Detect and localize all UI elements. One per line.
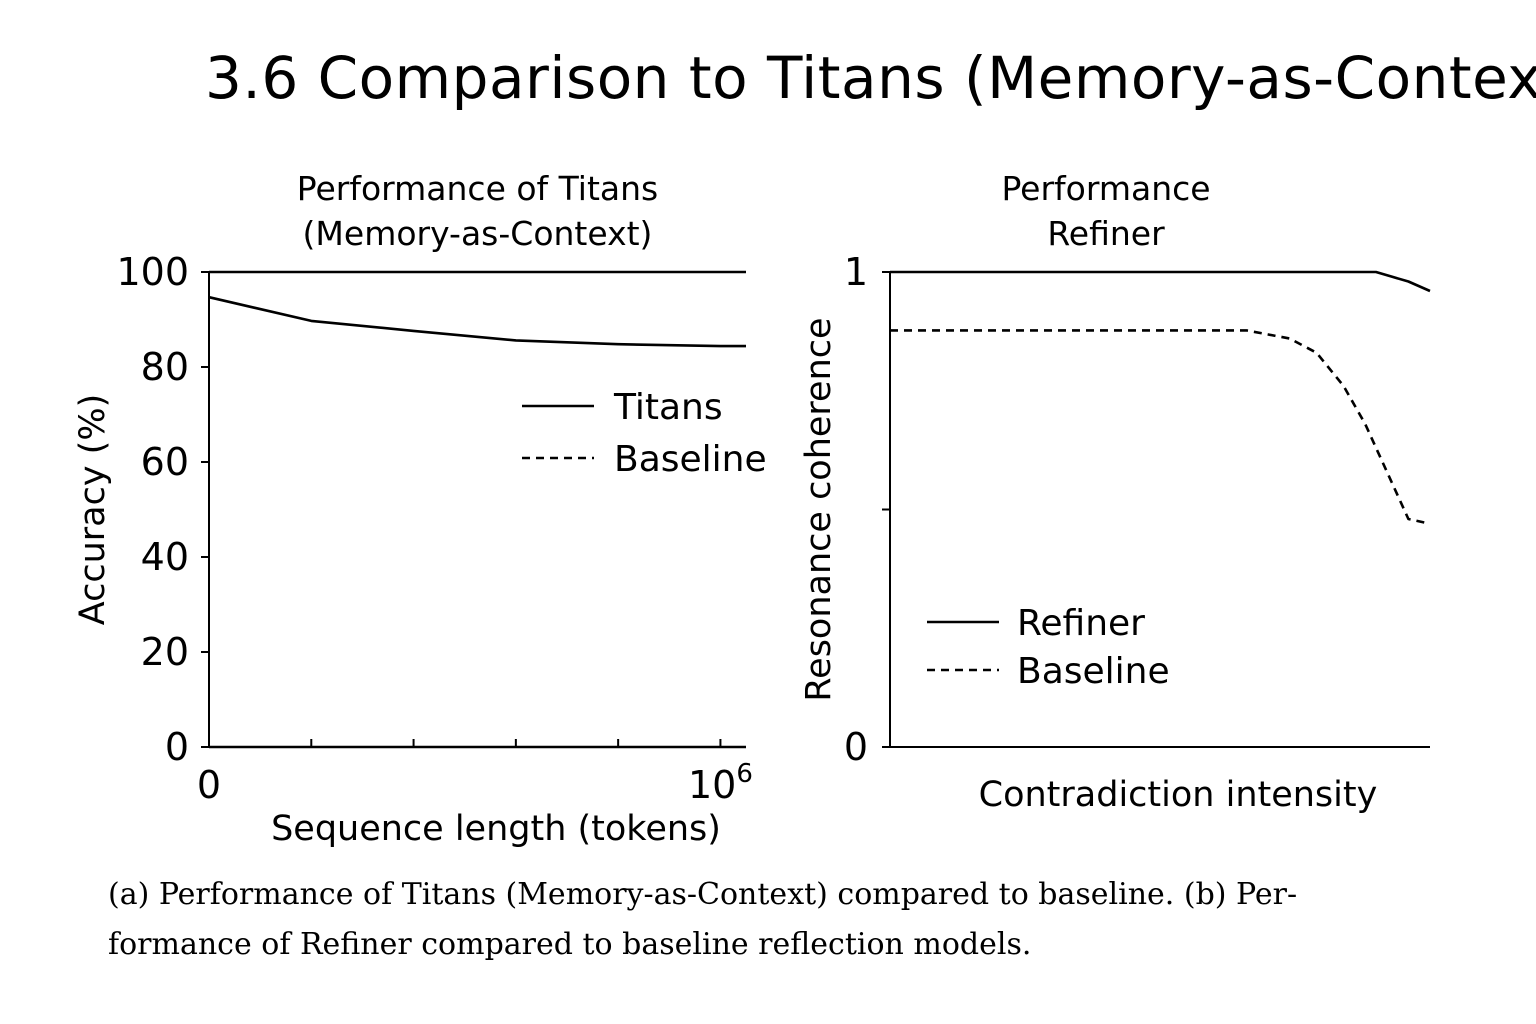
chart-1-x-label: Sequence length (tokens) <box>271 809 721 849</box>
chart-1-title-line-2: (Memory-as-Context) <box>303 214 653 253</box>
chart-2-y-label: Resonance coherence <box>799 317 839 701</box>
chart-1-y-tick-label: 20 <box>141 630 189 674</box>
chart-1-y-tick-label: 60 <box>141 440 189 484</box>
chart-1-y-label: Accuracy (%) <box>73 394 113 625</box>
chart-1-x-tick-label: 106 <box>688 759 753 807</box>
chart-1-y-tick-label: 40 <box>141 535 189 579</box>
chart-2-legend-label: Baseline <box>1017 651 1170 692</box>
chart-2-y-tick-label: 1 <box>844 250 868 294</box>
chart-2-title-line-1: Performance <box>1001 169 1210 208</box>
chart-2-legend-label: Refiner <box>1017 603 1145 644</box>
page-heading: 3.6 Comparison to Titans (Memory-as-Cont… <box>205 44 1536 112</box>
chart-1-y-tick-label: 0 <box>165 725 189 769</box>
chart-1-series-line-1 <box>208 295 746 348</box>
chart-1-y-tick-label: 100 <box>116 250 189 294</box>
chart-2-series-line-2 <box>890 329 1431 526</box>
caption-line-2: formance of Refiner compared to baseline… <box>108 927 1032 962</box>
chart-1-title-line-1: Performance of Titans <box>297 169 659 208</box>
chart-1-y-tick-label: 80 <box>141 345 189 389</box>
chart-2-title-line-2: Refiner <box>1047 214 1165 253</box>
chart-1-legend-label: Baseline <box>614 439 767 480</box>
figure-caption: (a) Performance of Titans (Memory-as-Con… <box>108 870 1428 970</box>
chart-1-legend-label: Titans <box>613 387 723 428</box>
chart-2-x-label: Contradiction intensity <box>979 775 1378 815</box>
caption-line-1: (a) Performance of Titans (Memory-as-Con… <box>108 877 1298 912</box>
chart-2-series-line-1 <box>890 270 1431 293</box>
chart-1-x-tick-label: 0 <box>197 763 221 807</box>
chart-2-y-tick-label: 0 <box>844 725 868 769</box>
